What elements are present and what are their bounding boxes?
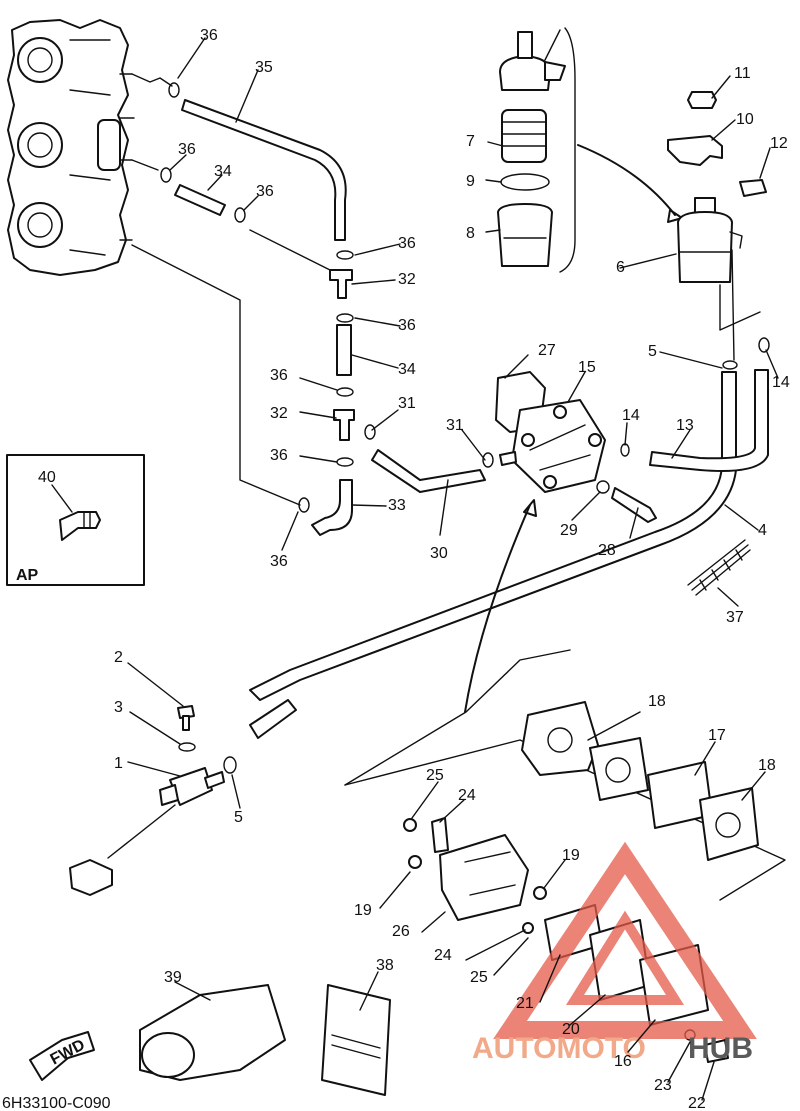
callout-4: 4 xyxy=(758,522,767,539)
callout-3: 3 xyxy=(114,699,123,716)
callout-36d: 36 xyxy=(398,235,416,252)
callout-18b: 18 xyxy=(758,757,776,774)
fuel-joint-assembly xyxy=(69,705,237,896)
callout-29: 29 xyxy=(560,522,578,539)
callout-36a: 36 xyxy=(200,27,218,44)
callout-32b: 32 xyxy=(270,405,288,422)
callout-11: 11 xyxy=(734,65,751,82)
callout-25b: 25 xyxy=(470,969,488,986)
callout-36e: 36 xyxy=(398,317,416,334)
callout-38: 38 xyxy=(376,957,394,974)
callout-36c: 36 xyxy=(256,183,274,200)
callout-36b: 36 xyxy=(178,141,196,158)
callout-26: 26 xyxy=(392,923,410,940)
callout-34a: 34 xyxy=(214,163,232,180)
diagram-code: 6H33100-C090 xyxy=(2,1095,111,1111)
inset-panel xyxy=(6,454,145,586)
callout-14a: 14 xyxy=(622,407,640,424)
fuel-pump-assembly xyxy=(495,371,657,523)
engine-block xyxy=(7,19,135,276)
callout-24a: 24 xyxy=(458,787,476,804)
callout-33: 33 xyxy=(388,497,406,514)
callout-34b: 34 xyxy=(398,361,416,378)
callout-36g: 36 xyxy=(270,447,288,464)
callout-27: 27 xyxy=(538,342,556,359)
callout-1: 1 xyxy=(114,755,123,772)
callout-21: 21 xyxy=(516,995,534,1012)
callout-31a: 31 xyxy=(398,395,416,412)
callout-19b: 19 xyxy=(562,847,580,864)
callout-23: 23 xyxy=(654,1077,672,1094)
callout-24b: 24 xyxy=(434,947,452,964)
callout-20: 20 xyxy=(562,1021,580,1038)
watermark-text-hub: HUB xyxy=(688,1032,753,1065)
callout-25a: 25 xyxy=(426,767,444,784)
callout-28: 28 xyxy=(598,542,616,559)
inset-tag: AP xyxy=(16,567,39,584)
callout-36h: 36 xyxy=(270,553,288,570)
callout-14b: 14 xyxy=(772,374,790,391)
callout-35: 35 xyxy=(255,59,273,76)
fuel-filter-exploded xyxy=(497,27,576,273)
callout-31b: 31 xyxy=(446,417,464,434)
callout-39: 39 xyxy=(164,969,182,986)
callout-8: 8 xyxy=(466,225,475,242)
callout-6: 6 xyxy=(616,259,625,276)
callout-16: 16 xyxy=(614,1053,632,1070)
callout-5b: 5 xyxy=(234,809,243,826)
callout-22: 22 xyxy=(688,1095,706,1111)
callout-18a: 18 xyxy=(648,693,666,710)
callout-leaders xyxy=(51,29,779,1101)
callout-36f: 36 xyxy=(270,367,288,384)
callout-12: 12 xyxy=(770,135,788,152)
callout-17: 17 xyxy=(708,727,726,744)
callout-labels: 1 2 3 4 5 5 6 7 8 9 10 11 12 13 14 14 15… xyxy=(38,27,790,1111)
watermark xyxy=(493,841,757,1039)
callout-19a: 19 xyxy=(354,902,372,919)
callout-2: 2 xyxy=(114,649,123,666)
callout-13: 13 xyxy=(676,417,694,434)
watermark-text-main: AUTOMOTO xyxy=(472,1032,646,1065)
callout-7: 7 xyxy=(466,133,475,150)
callout-5a: 5 xyxy=(648,343,657,360)
watermark-triangle xyxy=(493,841,757,1039)
callout-9: 9 xyxy=(466,173,475,190)
misc-parts xyxy=(29,984,391,1096)
callout-15: 15 xyxy=(578,359,596,376)
callout-32a: 32 xyxy=(398,271,416,288)
hose-clips xyxy=(160,82,494,513)
callout-37: 37 xyxy=(726,609,744,626)
callout-30: 30 xyxy=(430,545,448,562)
callout-10: 10 xyxy=(736,111,754,128)
callout-40: 40 xyxy=(38,469,56,486)
fuel-filter-assembly xyxy=(667,91,767,361)
